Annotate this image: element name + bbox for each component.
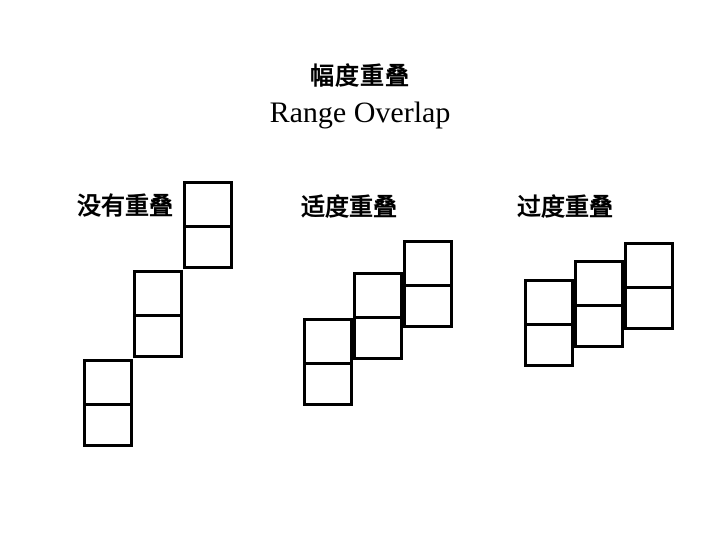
range-box-pair bbox=[524, 279, 574, 367]
pair-divider bbox=[577, 304, 621, 307]
slide-title: 幅度重叠 Range Overlap bbox=[0, 63, 720, 131]
slide-title-zh: 幅度重叠 bbox=[310, 64, 410, 90]
group-label: 没有重叠 bbox=[77, 194, 173, 220]
pair-divider bbox=[527, 323, 571, 326]
range-box-pair bbox=[303, 318, 353, 406]
range-box-pair bbox=[574, 260, 624, 348]
pair-divider bbox=[356, 316, 400, 319]
pair-divider bbox=[186, 225, 230, 228]
range-box-pair bbox=[133, 270, 183, 358]
range-box-pair bbox=[83, 359, 133, 447]
range-box-pair bbox=[624, 242, 674, 330]
range-box-pair bbox=[353, 272, 403, 360]
group-label: 适度重叠 bbox=[301, 195, 397, 221]
slide-title-en: Range Overlap bbox=[269, 96, 451, 129]
pair-divider bbox=[136, 314, 180, 317]
pair-divider bbox=[627, 286, 671, 289]
group-label: 过度重叠 bbox=[517, 195, 613, 221]
range-box-pair bbox=[183, 181, 233, 269]
range-box-pair bbox=[403, 240, 453, 328]
pair-divider bbox=[306, 362, 350, 365]
pair-divider bbox=[406, 284, 450, 287]
pair-divider bbox=[86, 403, 130, 406]
